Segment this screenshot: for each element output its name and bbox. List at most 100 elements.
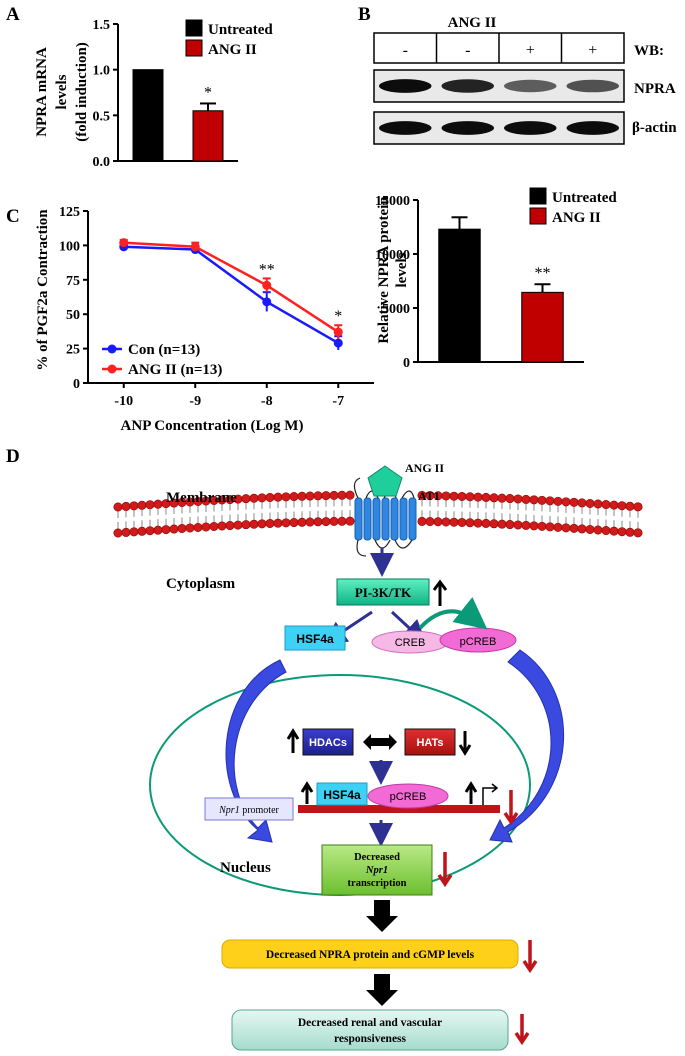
lipid-head (633, 528, 643, 538)
chart-b-ylabel-1: Relative NPRA protein (376, 196, 392, 344)
chart-c-significance-label: ** (259, 261, 275, 278)
lipid-head (609, 500, 619, 510)
dna-down-arrow-icon (503, 790, 519, 826)
chart-c-series-line (123, 241, 339, 334)
lipid-head (489, 493, 499, 503)
chart-b-ytick-label: 5000 (382, 302, 410, 317)
pcreb-dna-ellipse (367, 783, 449, 809)
lipid-head (297, 491, 307, 501)
lipid-head (505, 520, 515, 530)
chart-b-bar (521, 291, 564, 363)
lipid-head (609, 526, 619, 536)
chart-c-legend-marker (107, 344, 117, 354)
lipid-head (449, 517, 459, 527)
lipid-head (625, 527, 635, 537)
chart-a-ylabel-3: (fold induction) (74, 42, 90, 142)
lipid-head (113, 502, 123, 512)
npr1-label: Npr1 (365, 865, 388, 876)
chart-a-legend-label: Untreated (208, 22, 273, 38)
chart-c-series-line (123, 245, 339, 345)
lipid-head (585, 498, 595, 508)
lipid-head (449, 491, 459, 501)
lipid-head (113, 528, 123, 538)
lipid-head (121, 527, 131, 537)
lipid-head (129, 527, 139, 537)
dna-up-arrow-right-icon (464, 781, 478, 804)
chart-c-point (119, 238, 129, 248)
pcreb-label: pCREB (460, 636, 497, 648)
dna-up-arrow-left-icon (300, 781, 314, 804)
nucleus-label: Nucleus (220, 860, 271, 876)
hats-box (404, 728, 456, 756)
chart-c-legend-label: ANG II (n=13) (128, 362, 222, 378)
chart-c-ytick-label: 125 (59, 205, 80, 220)
lipid-head (201, 522, 211, 532)
lipid-head (129, 501, 139, 511)
chart-c-ytick-label: 75 (66, 274, 80, 289)
chart-c-xlabel: ANP Concentration (Log M) (121, 418, 304, 434)
decreased-transcription-box (321, 844, 433, 896)
chart-a-ytick-label: 1.5 (93, 18, 111, 33)
chart-b-ytick-label: 15000 (375, 194, 410, 209)
lipid-head (265, 518, 275, 528)
hsf4a-dna-label: HSF4a (323, 788, 361, 802)
lipid-head (217, 521, 227, 531)
lipid-head (433, 517, 443, 527)
lipid-head (145, 526, 155, 536)
chart-a-legend-label: ANG II (208, 42, 257, 58)
hats-label: HATs (416, 737, 443, 749)
lipid-head (249, 493, 259, 503)
chart-c-point (262, 297, 272, 307)
chart-b-ylabel-2: levels (394, 252, 410, 287)
response-down-arrow-icon (514, 1014, 530, 1046)
lipid-head (497, 519, 507, 529)
blot-band-npra (566, 79, 619, 93)
lipid-head (265, 492, 275, 502)
hdacs-label: HDACs (309, 737, 347, 749)
at1-receptor (353, 477, 417, 557)
lipid-head (321, 491, 331, 501)
lipid-head (537, 521, 547, 531)
blot-band-npra (379, 79, 432, 93)
ang2-label: ANG II (405, 461, 444, 475)
lipid-head (297, 517, 307, 527)
lipid-head (617, 527, 627, 537)
ang2-ligand-icon (367, 465, 403, 497)
lipid-head (313, 517, 323, 527)
lipid-head (553, 522, 563, 532)
lipid-head (145, 500, 155, 510)
hsf4a-box (284, 625, 346, 651)
lipid-head (153, 499, 163, 509)
lipid-head (545, 496, 555, 506)
lipid-head (577, 524, 587, 534)
creb-label: CREB (395, 637, 426, 649)
lipid-head (481, 492, 491, 502)
chart-c-point (333, 327, 343, 337)
lipid-head (617, 501, 627, 511)
lipid-head (281, 518, 291, 528)
chart-c-legend-label: Con (n=13) (128, 342, 200, 358)
lipid-head (505, 494, 515, 504)
lipid-head (337, 490, 347, 500)
lipid-head (601, 526, 611, 536)
curved-arrow-left-icon (225, 659, 287, 843)
chart-a-ylabel-2: levels (54, 74, 70, 109)
chart-b-legend-swatch (529, 207, 547, 225)
lipid-head (257, 519, 267, 529)
chart-a-ytick-label: 1.0 (93, 64, 111, 79)
hdacs-up-arrow-icon (286, 728, 300, 753)
lipid-head (209, 521, 219, 531)
blot-band-actin (566, 121, 619, 135)
blot-band-actin (441, 121, 494, 135)
lipid-head (305, 491, 315, 501)
chart-c-ytick-label: 50 (66, 308, 80, 323)
lipid-head (521, 494, 531, 504)
chart-c-point (190, 242, 200, 252)
lipid-head (625, 501, 635, 511)
pcreb-dna-label: pCREB (390, 791, 427, 803)
blot-band-actin (504, 121, 557, 135)
lipid-head (121, 501, 131, 511)
chart-b-npra-protein: Relative NPRA protein levels 05000100001… (375, 187, 617, 371)
chart-b-ytick-label: 0 (403, 356, 410, 371)
